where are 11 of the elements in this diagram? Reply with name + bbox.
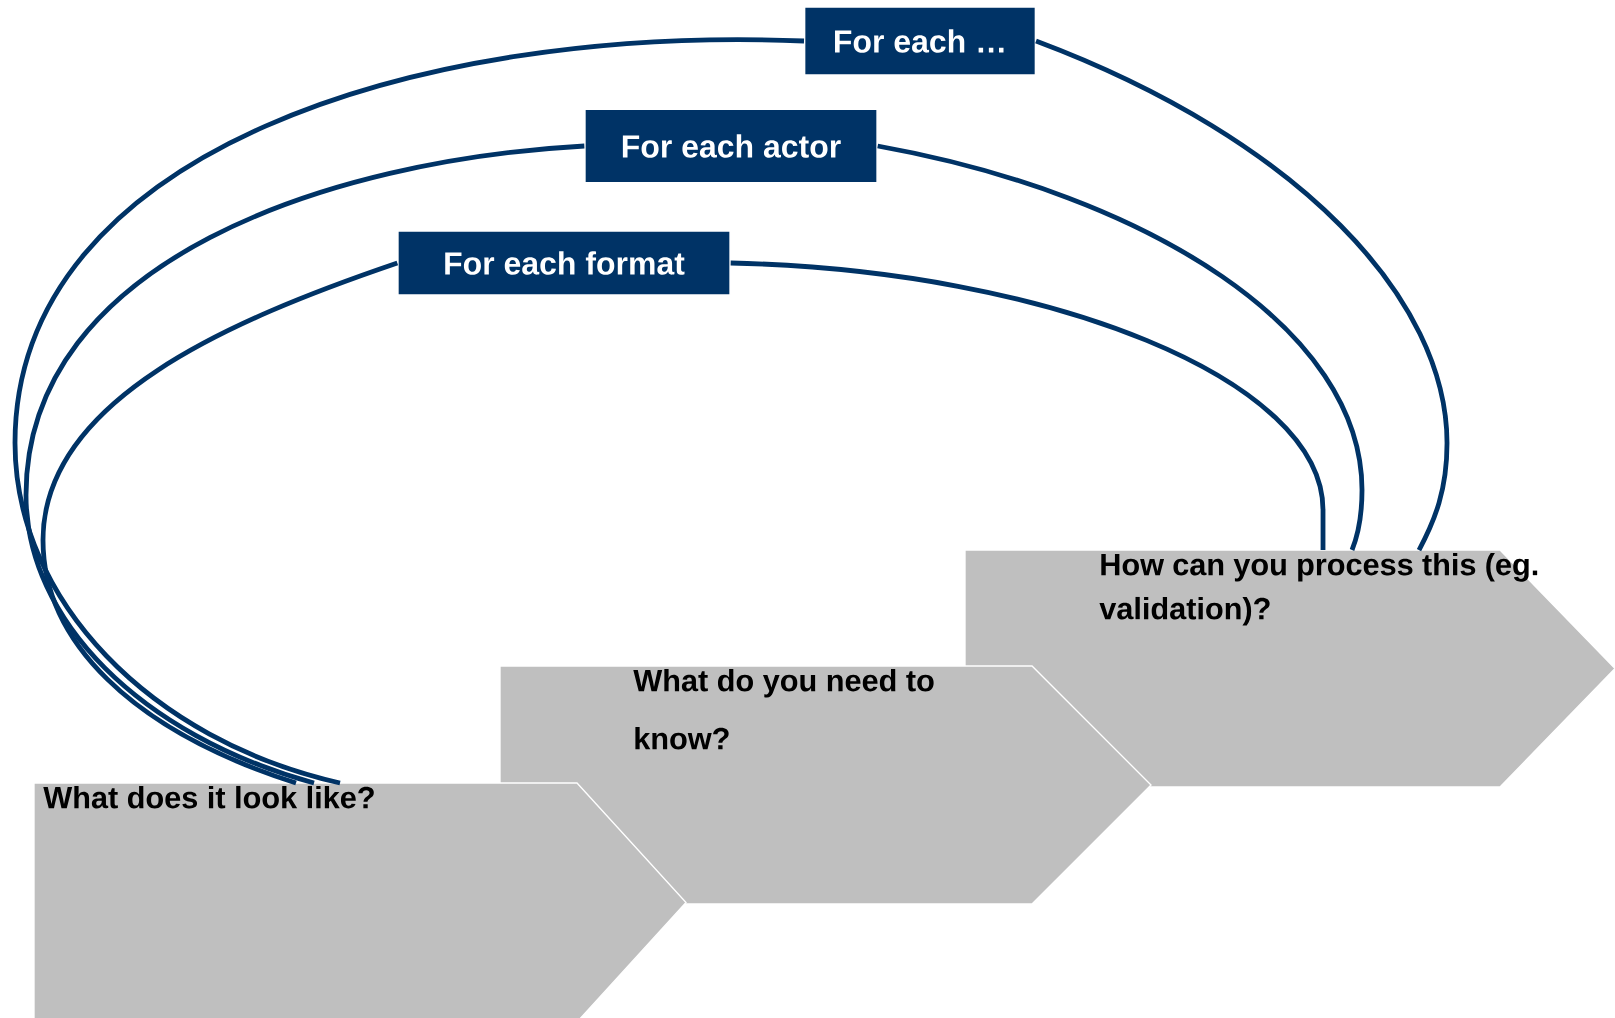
loop-line	[877, 143, 1365, 551]
loop-label-box: For each format	[397, 230, 731, 296]
loop-label-box: For each actor	[584, 108, 878, 184]
loop-line	[1035, 38, 1450, 552]
loop-line	[23, 143, 585, 786]
loop-line	[730, 260, 1326, 550]
node-label: How can you process this (eg. validation)?	[1099, 552, 1538, 626]
loop-label-box: For each …	[804, 6, 1036, 76]
loop-line	[12, 37, 805, 786]
chevron-step: What does it look like?	[33, 782, 687, 1018]
loop-line	[40, 260, 399, 786]
